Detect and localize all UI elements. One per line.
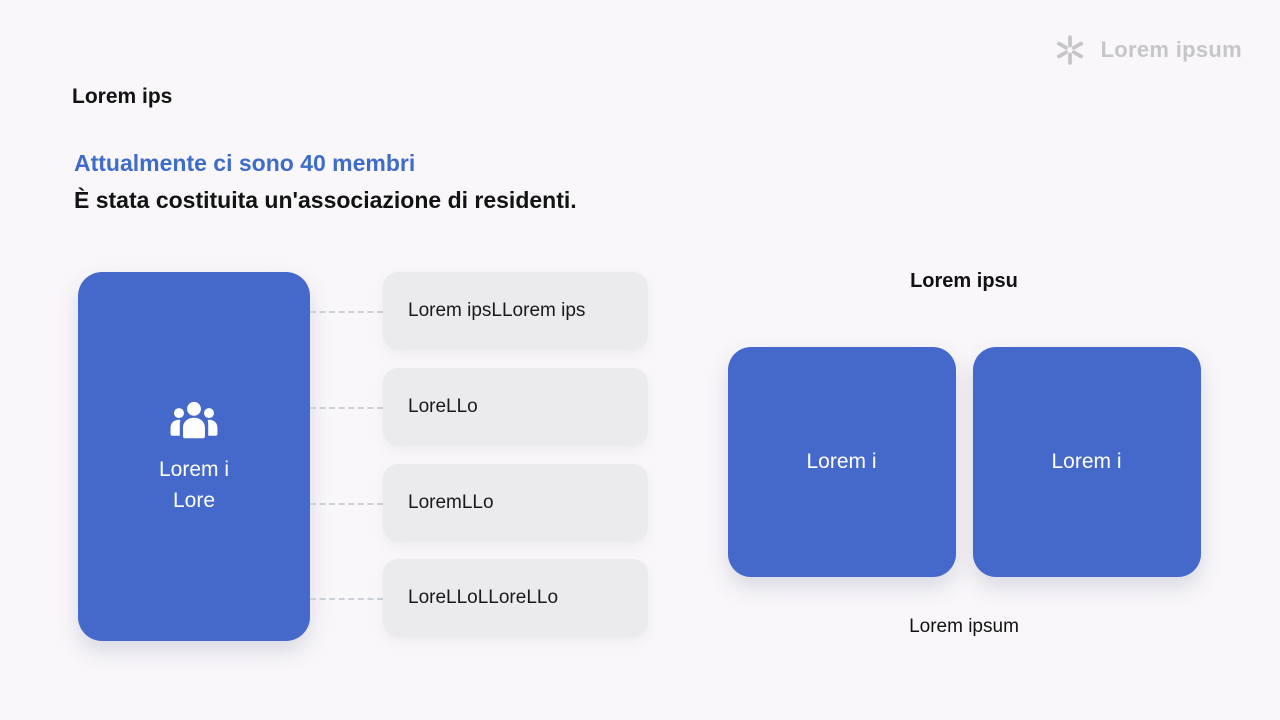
brand-name: Lorem ipsum [1100, 37, 1242, 62]
connector-line [310, 503, 383, 505]
org-child-box: LoremLLo [383, 464, 648, 542]
right-card: Lorem i [727, 347, 956, 577]
right-section-title: Lorem ipsu [910, 270, 1018, 292]
org-root-card: Lorem i Lore [78, 272, 310, 641]
people-group-icon [170, 401, 218, 438]
org-root-label-line2: Lore [172, 488, 216, 512]
right-section-caption: Lorem ipsum [909, 616, 1019, 637]
org-child-box: Lorem ipsLLorem ips [383, 272, 648, 350]
right-cards-row: Lorem i Lorem i [715, 347, 1213, 577]
org-root-label-line1: Lorem i [158, 457, 230, 481]
connector-line [310, 407, 383, 409]
page-title: Lorem ips [72, 85, 173, 108]
org-root-label: Lorem i Lore [159, 454, 229, 516]
subtitle: È stata costituita un'associazione di re… [74, 187, 577, 213]
connector-line [310, 598, 383, 600]
asterisk-icon [1056, 35, 1083, 65]
right-card: Lorem i [972, 347, 1201, 577]
org-child-box: LoreLLo [383, 368, 648, 446]
org-child-box: LoreLLoLLoreLLo [383, 559, 648, 637]
connector-line [310, 311, 383, 313]
brand-logo: Lorem ipsum [1053, 33, 1242, 67]
right-section: Lorem ipsu Lorem i Lorem i Lorem ipsum [715, 270, 1213, 637]
subtitle-highlight: Attualmente ci sono 40 membri [74, 150, 416, 176]
